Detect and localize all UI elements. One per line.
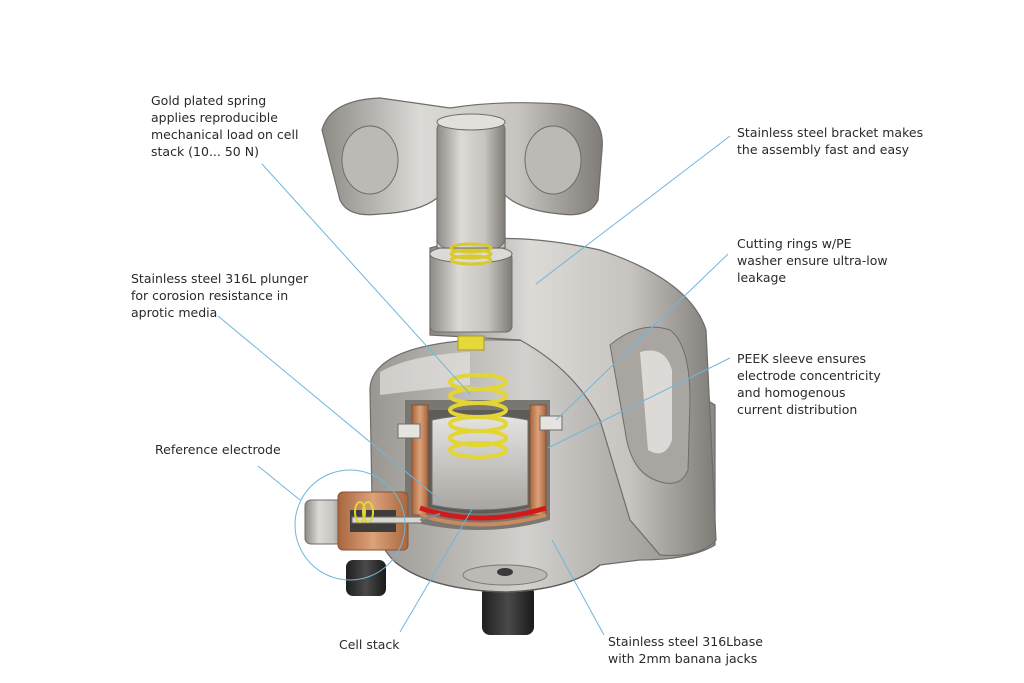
callout-bracket: Stainless steel bracket makes the assemb… — [737, 124, 923, 158]
callout-spring-line: mechanical load on cell — [151, 127, 299, 142]
callout-bracket-line: the assembly fast and easy — [737, 142, 910, 157]
callout-spring-line: applies reproducible — [151, 110, 278, 125]
callout-peek-sleeve: PEEK sleeve ensures electrode concentric… — [737, 350, 881, 418]
leader-reference-electrode — [257, 465, 301, 501]
main-spring — [448, 373, 508, 459]
leader-peek-sleeve — [547, 357, 731, 449]
reference-electrode-fitting — [304, 491, 441, 551]
callout-cutting-rings-line: washer ensure ultra-low — [737, 253, 888, 268]
callout-peek-sleeve-line: current distribution — [737, 402, 858, 417]
callout-cutting-rings: Cutting rings w/PE washer ensure ultra-l… — [737, 235, 888, 286]
leader-plunger — [217, 315, 441, 501]
callout-spring: Gold plated spring applies reproducible … — [151, 92, 298, 160]
reference-electrode-callout-circle — [294, 469, 406, 581]
callout-peek-sleeve-line: electrode concentricity — [737, 368, 881, 383]
callout-plunger-line: Stainless steel 316L plunger — [131, 271, 309, 286]
callout-cutting-rings-line: leakage — [737, 270, 787, 285]
callout-base-line: with 2mm banana jacks — [608, 651, 758, 666]
leader-cutting-rings — [555, 253, 729, 421]
callout-cell-stack: Cell stack — [339, 636, 400, 653]
cutaway-cavity — [397, 400, 563, 530]
callout-base: Stainless steel 316Lbase with 2mm banana… — [608, 633, 763, 667]
callout-cutting-rings-line: Cutting rings w/PE — [737, 236, 852, 251]
callout-plunger-line: aprotic media — [131, 305, 218, 320]
leader-cell-stack — [399, 505, 475, 633]
callout-reference-electrode-line: Reference electrode — [155, 442, 281, 457]
wing-knob — [321, 97, 603, 249]
bracket — [429, 237, 717, 557]
callout-bracket-line: Stainless steel bracket makes — [737, 125, 924, 140]
plunger-tip — [457, 335, 485, 351]
leader-lines — [217, 135, 731, 636]
callout-cell-stack-line: Cell stack — [339, 637, 400, 652]
callout-spring-line: stack (10... 50 N) — [151, 144, 259, 159]
callout-reference-electrode: Reference electrode — [155, 441, 281, 458]
leader-bracket — [535, 135, 731, 285]
callout-base-line: Stainless steel 316Lbase — [608, 634, 763, 649]
leader-spring — [261, 163, 471, 395]
upper-spring — [449, 242, 493, 266]
callout-peek-sleeve-line: PEEK sleeve ensures — [737, 351, 867, 366]
callout-plunger: Stainless steel 316L plunger for corosio… — [131, 270, 308, 321]
callout-plunger-line: for corosion resistance in — [131, 288, 289, 303]
leader-base — [551, 539, 605, 636]
callout-peek-sleeve-line: and homogenous — [737, 385, 846, 400]
callout-spring-line: Gold plated spring — [151, 93, 267, 108]
